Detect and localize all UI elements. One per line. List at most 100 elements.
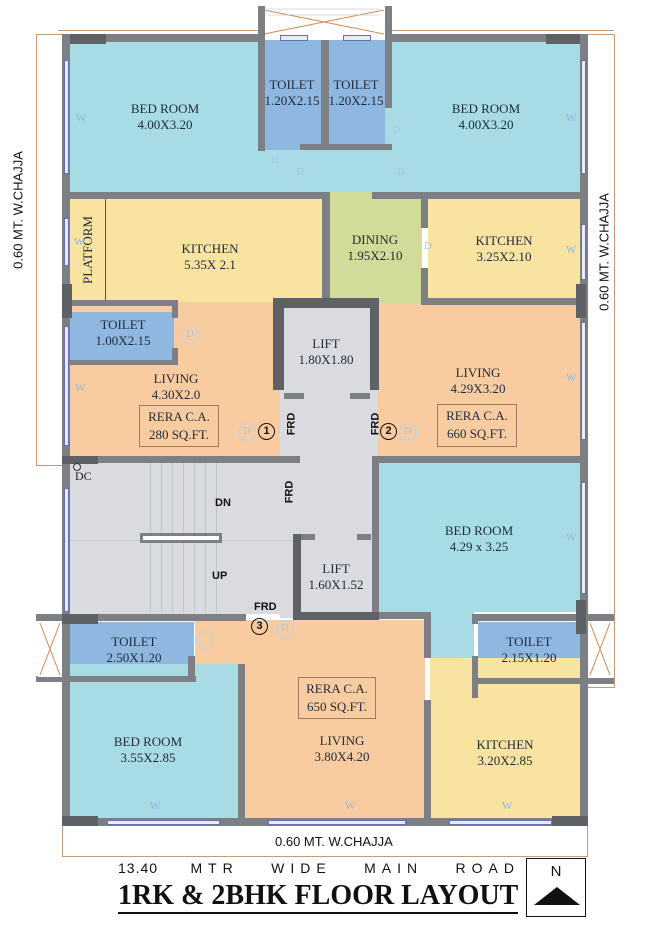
wall-lift1-door-r <box>350 393 370 399</box>
rera-box-1: RERA C.A.280 SQ.FT. <box>139 405 219 447</box>
window-mark: W <box>150 800 161 812</box>
column-left-mid <box>62 456 98 464</box>
wall-lift2-door-l <box>301 534 315 540</box>
door-icon: D <box>291 164 309 182</box>
room-lift-1 <box>284 308 370 388</box>
window-mark: W <box>345 800 356 812</box>
duct-cross-icon <box>262 6 386 36</box>
unit-number-2: 2 <box>380 423 397 440</box>
column-right-mid <box>576 284 586 318</box>
window-top-toilet-2 <box>343 35 371 41</box>
wall-toilet-l-right-a <box>172 302 178 318</box>
wall-lift1-left <box>273 298 284 390</box>
wall-toilet-bottom <box>300 144 392 150</box>
duct-cross-icon <box>39 622 61 676</box>
wall-toilet-l-bottom <box>70 360 178 365</box>
window-mark: W <box>566 372 577 384</box>
wall-outer-top-right <box>385 34 585 42</box>
wall-toilet-br-left <box>472 656 478 698</box>
column-left-low <box>62 614 98 624</box>
wall-lift1-door-l <box>284 393 304 399</box>
door-icon: D <box>276 620 294 638</box>
wall-toilet-bl-right <box>188 656 195 682</box>
window-mark: W <box>502 800 513 812</box>
label-stair-up: UP <box>212 570 228 582</box>
page-title: 1RK & 2BHK FLOOR LAYOUT <box>118 880 519 914</box>
window-left-1 <box>64 60 69 174</box>
window-mark: W <box>75 382 86 394</box>
column-left-upper <box>62 284 72 318</box>
wall-living3-right-top <box>424 612 431 658</box>
door-icon: D <box>399 423 417 441</box>
unit-number-3: 3 <box>251 618 268 635</box>
door-icon: D <box>238 423 256 441</box>
window-bottom-1 <box>107 820 220 825</box>
window-right-3 <box>581 322 586 440</box>
balcony-right-bottom <box>588 621 612 677</box>
top-duct <box>262 6 386 36</box>
wall-lift2-door-r <box>357 534 371 540</box>
chajja-label-bottom: 0.60 MT. W.CHAJJA <box>275 834 393 849</box>
column-tl <box>62 34 106 44</box>
door-icon: D <box>266 152 284 170</box>
wall-kitchen-r-left-bottom <box>421 268 428 304</box>
wall-kitchen-r-bottom <box>421 298 581 305</box>
room-toilet-left <box>70 312 174 362</box>
label-platform: PLATFORM <box>80 216 95 284</box>
north-arrow-icon <box>534 887 580 905</box>
wall-toilet-br-left-top <box>472 614 478 624</box>
room-kitchen-left <box>106 198 322 302</box>
wall-h-row4-mid <box>379 612 431 619</box>
frd-label-1: FRD <box>285 412 298 436</box>
column-bl <box>62 816 98 826</box>
chajja-outline-top <box>58 30 260 35</box>
label-dc: DC <box>75 469 92 483</box>
balcony-left-bottom <box>38 621 62 677</box>
room-bedroom-mid-right <box>378 462 580 612</box>
north-arrow-box: N <box>526 858 586 917</box>
window-left-4 <box>64 488 69 612</box>
door-icon <box>196 631 214 649</box>
wall-h-row1-left <box>62 192 330 199</box>
wall-bed-mr-left <box>372 456 379 620</box>
chajja-label-right: 0.60 MT. W.CHAJJA <box>596 193 612 311</box>
room-dining <box>330 192 422 304</box>
wall-h-row3-left <box>62 456 300 463</box>
wall-living3-right-bottom <box>424 700 431 822</box>
door-icon <box>455 628 473 646</box>
wall-h-row1-right <box>372 192 586 199</box>
wall-toilet-l-right-b <box>172 348 178 364</box>
window-left-3 <box>64 326 69 446</box>
window-mark: W <box>566 532 577 544</box>
frd-label-stair: FRD <box>283 480 296 504</box>
room-platform <box>70 198 106 302</box>
wall-h-row4-right <box>472 614 614 621</box>
rera-box-2: RERA C.A.660 SQ.FT. <box>437 404 517 447</box>
wall-lift1-top <box>273 298 379 308</box>
room-bedroom-bottom-left <box>70 664 238 820</box>
road-label: 13.40 MTR WIDE MAIN ROAD <box>118 860 520 876</box>
wall-toilet-br-bottom <box>472 678 614 684</box>
wall-outer-top-left <box>62 34 262 42</box>
chajja-outline-left <box>36 34 67 466</box>
rera-box-3: RERA C.A.650 SQ.FT. <box>298 677 376 719</box>
label-stair-dn: DN <box>215 497 231 509</box>
wall-kitchen-r-left-top <box>421 192 428 228</box>
wall-lift2-left <box>293 534 301 620</box>
window-right-2 <box>581 224 586 280</box>
window-mark: W <box>76 112 87 124</box>
room-kitchen-right <box>428 198 580 298</box>
wall-kitchen-l-right <box>322 192 330 302</box>
door-icon: D <box>392 164 410 182</box>
